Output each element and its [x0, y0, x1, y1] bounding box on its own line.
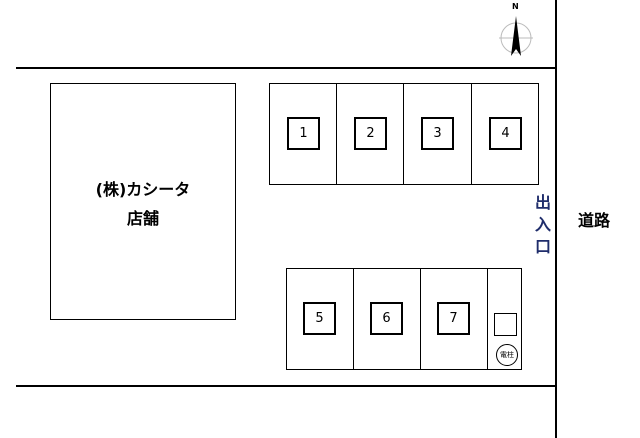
parking-number-2: 2 [354, 117, 387, 150]
parking-number-1: 1 [287, 117, 320, 150]
road-edge-line [555, 0, 557, 438]
north-arrow-icon [499, 16, 533, 56]
parking-number-3: 3 [421, 117, 454, 150]
utility-pole-icon: 電柱 [496, 344, 518, 366]
entrance-char-1: 出 [534, 193, 551, 212]
south-boundary-line [16, 385, 556, 387]
parking-number-6: 6 [370, 302, 403, 335]
store-building [50, 83, 236, 320]
entrance-label: 出 入 口 [533, 192, 553, 258]
parking-number-5: 5 [303, 302, 336, 335]
utility-box [494, 313, 517, 336]
parking-number-4: 4 [489, 117, 522, 150]
entrance-char-2: 入 [534, 215, 551, 234]
north-label: N [512, 2, 519, 11]
store-name: (株)カシータ [95, 180, 191, 199]
road-label: 道路 [578, 211, 611, 230]
store-label: 店舗 [126, 209, 159, 228]
compass: N [494, 2, 538, 60]
parking-number-7: 7 [437, 302, 470, 335]
entrance-char-3: 口 [534, 237, 551, 256]
north-boundary-line [16, 67, 556, 69]
